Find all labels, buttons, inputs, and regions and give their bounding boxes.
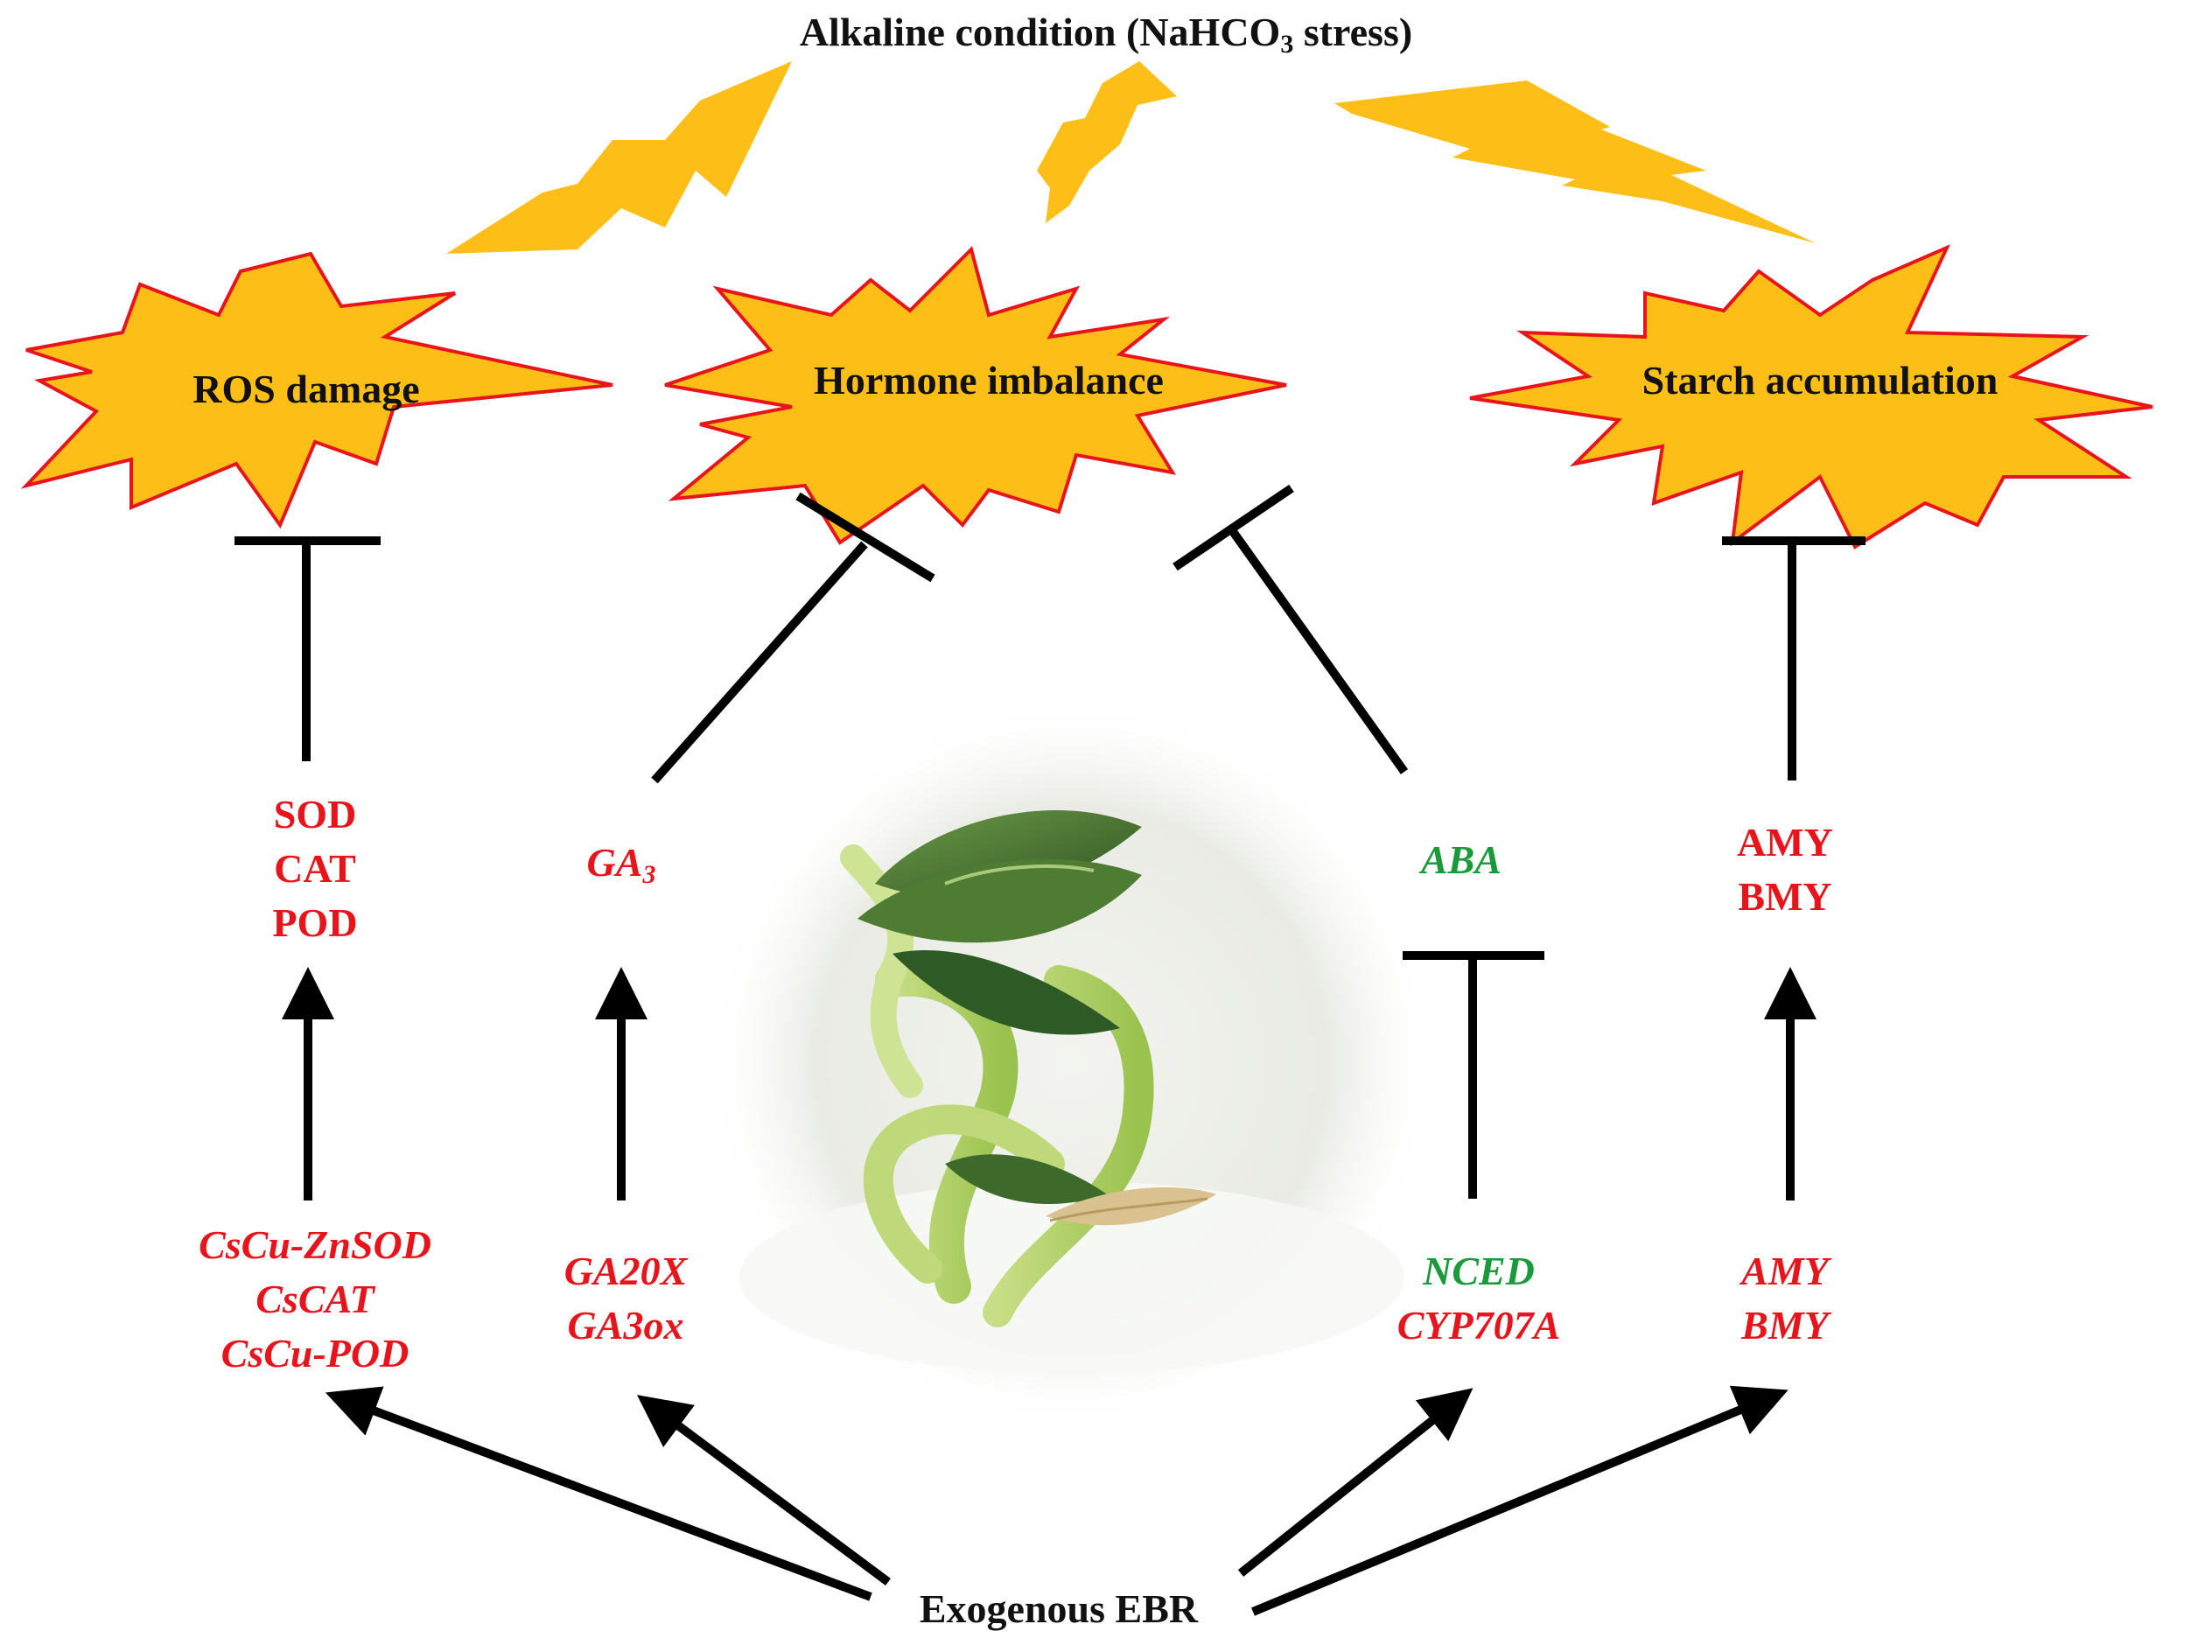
gene-bmy: BMY xyxy=(1741,1303,1829,1348)
ebr-arrow-aba xyxy=(1237,1388,1474,1577)
hormone-aba: ABA xyxy=(1420,837,1502,882)
gene-cscu-znsod: CsCu-ZnSOD xyxy=(199,1222,431,1267)
enzyme-cat: CAT xyxy=(274,846,356,891)
stress-label-ros: ROS damage xyxy=(192,367,420,411)
enzyme-sod: SOD xyxy=(273,792,357,836)
gene-amy: AMY xyxy=(1741,1249,1829,1293)
ebr-arrow-antioxidant xyxy=(325,1386,872,1601)
gene-list-gibberellin: GA20X GA3ox xyxy=(516,1244,735,1353)
enzyme-amy: AMY xyxy=(1737,820,1833,864)
gene-list-aba: NCED CYP707A xyxy=(1348,1244,1610,1353)
gene-nced: NCED xyxy=(1423,1249,1535,1293)
lightning-bolt-icon xyxy=(446,61,792,254)
ebr-arrow-gibberellin xyxy=(636,1395,891,1586)
gene-cscat: CsCAT xyxy=(256,1277,374,1321)
treatment-label: Exogenous EBR xyxy=(919,1586,1199,1631)
gene-ga20x: GA20X xyxy=(564,1249,688,1293)
starburst-icon xyxy=(1469,244,2153,550)
enzyme-list-antioxidant: SOD CAT POD xyxy=(219,788,411,950)
enzyme-list-amylase: AMY BMY xyxy=(1689,816,1881,924)
inhibition-connector-ga3 xyxy=(651,492,935,784)
seedling-photo xyxy=(704,696,1439,1431)
gene-ga3ox: GA3ox xyxy=(567,1303,684,1348)
gene-list-antioxidant: CsCu-ZnSOD CsCAT CsCu-POD xyxy=(140,1218,490,1381)
hormone-ga3: GA3 xyxy=(586,840,656,889)
starburst-icon xyxy=(20,251,613,529)
inhibition-connector-aba xyxy=(1172,484,1409,774)
gene-cscu-pod: CsCu-POD xyxy=(220,1331,410,1376)
inhibition-connector-ros xyxy=(234,536,381,761)
lightning-bolt-icon xyxy=(1037,61,1177,223)
gene-cyp707a: CYP707A xyxy=(1396,1303,1561,1348)
starburst-icon xyxy=(664,246,1287,545)
inhibition-connector-starch xyxy=(1722,536,1866,780)
stress-label-starch: Starch accumulation xyxy=(1642,358,1998,402)
inhibition-connector-nced xyxy=(1403,951,1544,1199)
enzyme-bmy: BMY xyxy=(1738,874,1832,919)
enzyme-pod: POD xyxy=(272,900,358,945)
diagram-title: Alkaline condition (NaHCO3 stress) xyxy=(799,10,1413,59)
lightning-bolt-icon xyxy=(1334,80,1816,243)
stress-label-hormone: Hormone imbalance xyxy=(814,358,1164,402)
gene-list-amylase: AMY BMY xyxy=(1689,1244,1881,1353)
ebr-arrow-amylase xyxy=(1251,1385,1788,1616)
